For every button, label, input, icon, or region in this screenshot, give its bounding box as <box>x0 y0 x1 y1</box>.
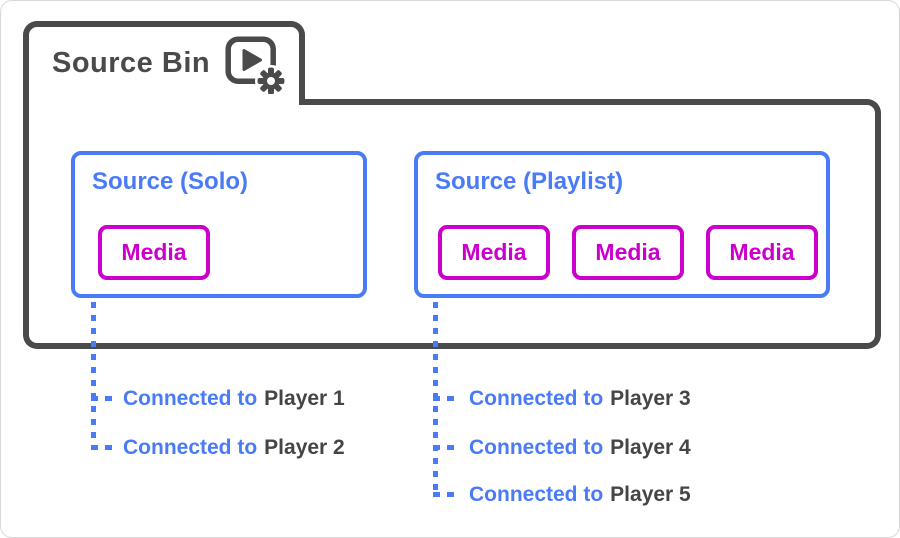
source-solo-box: Source (Solo) Media <box>71 151 367 298</box>
connection-row: Connected to Player 4 <box>469 436 691 460</box>
source-playlist-label: Source (Playlist) <box>435 168 624 195</box>
media-box: Media <box>98 225 210 280</box>
connected-to-label: Connected to <box>123 436 258 459</box>
media-box: Media <box>438 225 550 280</box>
media-label: Media <box>461 239 527 265</box>
connection-row: Connected to Player 1 <box>123 387 345 411</box>
source-bin-title: Source Bin <box>52 46 211 79</box>
connection-branch <box>91 445 116 450</box>
connected-to-label: Connected to <box>469 387 604 410</box>
solo-connection-line <box>91 302 96 450</box>
player-label: Player 1 <box>264 387 345 410</box>
solo-media-row: Media <box>98 225 210 280</box>
connection-row: Connected to Player 3 <box>469 387 691 411</box>
player-label: Player 3 <box>610 387 691 410</box>
player-label: Player 4 <box>610 436 691 459</box>
connection-branch <box>433 492 458 497</box>
connection-branch <box>433 396 458 401</box>
connection-row: Connected to Player 2 <box>123 436 345 460</box>
media-label: Media <box>121 239 187 265</box>
media-player-gear-icon <box>225 36 288 94</box>
media-box: Media <box>572 225 684 280</box>
source-solo-label: Source (Solo) <box>92 168 249 195</box>
connection-branch <box>91 396 116 401</box>
connected-to-label: Connected to <box>469 483 604 506</box>
media-label: Media <box>729 239 795 265</box>
player-label: Player 5 <box>610 483 691 506</box>
connection-branch <box>433 445 458 450</box>
connected-to-label: Connected to <box>123 387 258 410</box>
source-playlist-box: Source (Playlist) Media Media Media <box>414 151 830 298</box>
connected-to-label: Connected to <box>469 436 604 459</box>
media-box: Media <box>706 225 818 280</box>
player-label: Player 2 <box>264 436 345 459</box>
connection-row: Connected to Player 5 <box>469 483 691 507</box>
media-label: Media <box>595 239 661 265</box>
playlist-media-row: Media Media Media <box>438 225 818 280</box>
source-bin-tab: Source Bin <box>23 21 305 105</box>
